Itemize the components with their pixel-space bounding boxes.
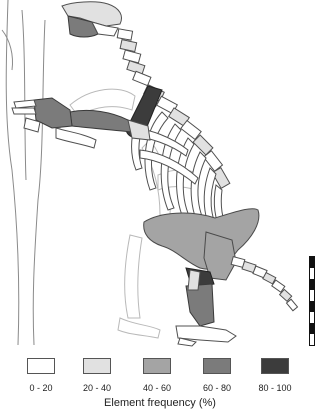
legend-label: 80 - 100 [250, 383, 300, 393]
scale-bar-segment [310, 301, 314, 312]
legend-item: 20 - 40 [72, 355, 122, 393]
legend-label: 40 - 60 [132, 383, 182, 393]
legend-swatch [27, 358, 55, 374]
scale-bar-segment [310, 290, 314, 301]
legend-item: 0 - 20 [16, 355, 66, 393]
legend-item: 60 - 80 [192, 355, 242, 393]
scale-bar-segment [310, 312, 314, 323]
scale-bar-segment [310, 268, 314, 279]
legend-item: 40 - 60 [132, 355, 182, 393]
tree-trunk [2, 0, 45, 345]
legend-swatch [203, 358, 231, 374]
legend-swatch [143, 358, 171, 374]
legend-item: 80 - 100 [250, 355, 300, 393]
scale-bar-segment [310, 279, 314, 290]
legend-label: 20 - 40 [72, 383, 122, 393]
scale-bar-segment [310, 323, 314, 334]
legend-swatch [261, 358, 289, 374]
skull [62, 2, 122, 37]
legend-swatch [83, 358, 111, 374]
legend: 0 - 20 20 - 40 40 - 60 60 - 80 80 - 100 … [0, 355, 320, 413]
scale-bar-segment [310, 334, 314, 345]
legend-title: Element frequency (%) [0, 397, 320, 409]
scale-bar-segment [310, 257, 314, 268]
legend-label: 60 - 80 [192, 383, 242, 393]
legend-label: 0 - 20 [16, 383, 66, 393]
pelvis [144, 209, 259, 288]
scale-bar [309, 256, 315, 346]
tail [231, 257, 297, 311]
